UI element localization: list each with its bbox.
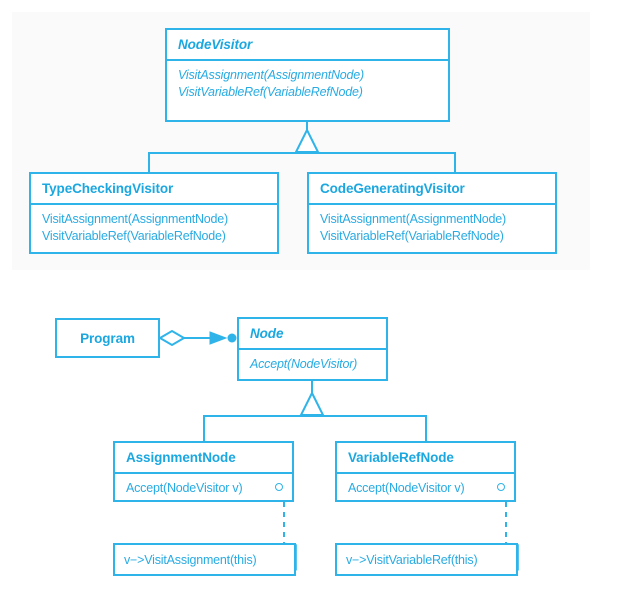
class-name-program: Program (80, 330, 135, 346)
class-box-assignmentnode[interactable]: AssignmentNode Accept(NodeVisitor v) (113, 441, 294, 502)
class-box-codegeneratingvisitor[interactable]: CodeGeneratingVisitor VisitAssignment(As… (307, 172, 557, 254)
class-name-assignmentnode: AssignmentNode (126, 450, 236, 465)
class-box-variablerefnode[interactable]: VariableRefNode Accept(NodeVisitor v) (335, 441, 516, 502)
operations-compartment: Accept(NodeVisitor v) (115, 474, 292, 503)
aggregation-endpoint-dot (227, 333, 237, 343)
class-box-node[interactable]: Node Accept(NodeVisitor) (237, 317, 388, 381)
class-box-nodevisitor[interactable]: NodeVisitor VisitAssignment(AssignmentNo… (165, 28, 450, 122)
operation-item: Accept(NodeVisitor v) (348, 481, 465, 495)
aggregation-diamond (158, 329, 186, 347)
operation-item: Accept(NodeVisitor v) (126, 481, 243, 495)
class-divider (31, 203, 277, 205)
operation-item: VisitAssignment(AssignmentNode) (178, 68, 365, 82)
note-text: v−>VisitVariableRef(this) (346, 552, 478, 567)
operation-item: VisitVariableRef(VariableRefNode) (42, 229, 226, 243)
generalization-triangle-node (299, 390, 325, 416)
note-text: v−>VisitAssignment(this) (124, 552, 257, 567)
operation-item: Accept(NodeVisitor) (250, 357, 358, 371)
operation-item: VisitVariableRef(VariableRefNode) (320, 229, 504, 243)
note-anchor-circle-icon (275, 483, 283, 491)
operations-compartment: Accept(NodeVisitor) (239, 350, 386, 379)
class-box-program[interactable]: Program (55, 318, 160, 358)
class-name-variablerefnode: VariableRefNode (348, 450, 454, 465)
class-divider (115, 472, 292, 474)
aggregation-arrowhead (209, 331, 228, 345)
note-anchor-circle-icon (497, 483, 505, 491)
class-divider (337, 472, 514, 474)
operations-compartment: Accept(NodeVisitor v) (337, 474, 514, 503)
class-name-typecheckingvisitor: TypeCheckingVisitor (42, 181, 174, 196)
operation-item: VisitAssignment(AssignmentNode) (320, 212, 507, 226)
operation-item: VisitVariableRef(VariableRefNode) (178, 85, 363, 99)
operation-item: VisitAssignment(AssignmentNode) (42, 212, 229, 226)
note-assignmentnode[interactable]: v−>VisitAssignment(this) (113, 543, 296, 576)
generalization-triangle-visitor (294, 127, 320, 153)
operations-compartment: VisitAssignment(AssignmentNode) VisitVar… (309, 205, 555, 251)
note-variablerefnode[interactable]: v−>VisitVariableRef(this) (335, 543, 518, 576)
class-divider (167, 59, 448, 61)
operations-compartment: VisitAssignment(AssignmentNode) VisitVar… (31, 205, 277, 251)
class-divider (309, 203, 555, 205)
class-name-codegeneratingvisitor: CodeGeneratingVisitor (320, 181, 465, 196)
class-box-typecheckingvisitor[interactable]: TypeCheckingVisitor VisitAssignment(Assi… (29, 172, 279, 254)
operations-compartment: VisitAssignment(AssignmentNode) VisitVar… (167, 61, 448, 107)
class-divider (239, 348, 386, 350)
class-name-nodevisitor: NodeVisitor (178, 37, 253, 52)
class-name-node: Node (250, 326, 284, 341)
